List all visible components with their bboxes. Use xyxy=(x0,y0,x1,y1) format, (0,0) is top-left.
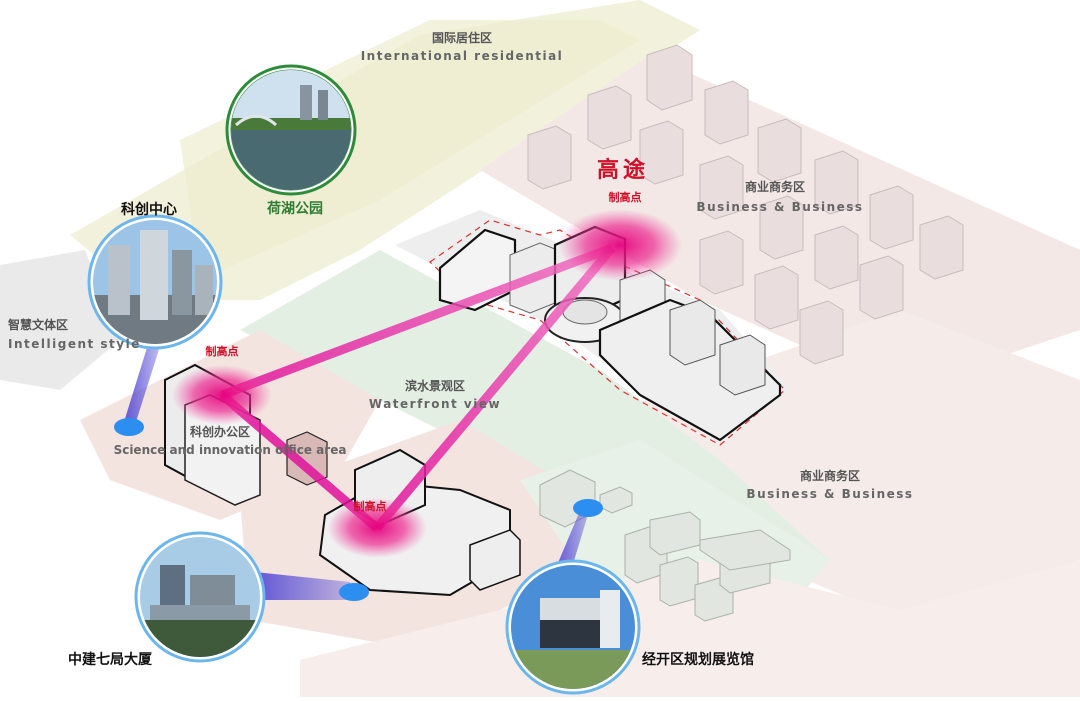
highpoint-label-left: 制高点 xyxy=(205,345,239,358)
highpoint-glow-top xyxy=(558,209,682,281)
beam-cscec xyxy=(255,572,350,600)
zone-residential-en: International residential xyxy=(360,49,564,63)
beam-tech-center xyxy=(124,338,162,425)
sightline-left-top xyxy=(220,243,614,400)
callout-tech-center: 科创中心 xyxy=(121,202,177,218)
photo-exhibition xyxy=(505,559,641,695)
zone-business-right-cn: 商业商务区 xyxy=(799,469,860,483)
zone-residential-cn: 国际居住区 xyxy=(431,31,492,45)
zone-business-top-cn: 商业商务区 xyxy=(744,180,805,194)
callout-exhibition: 经开区规划展览馆 xyxy=(642,652,754,668)
beam-exhibition xyxy=(555,506,590,574)
zone-intelligent-en: Intelligent style xyxy=(8,337,141,351)
highpoint-glow-bottom xyxy=(327,498,427,558)
zone-science-office-cn: 科创办公区 xyxy=(189,425,250,439)
highpoint-main-title: 高途 xyxy=(596,158,649,183)
highpoint-label-top: 制高点 xyxy=(608,191,642,204)
highpoint-glow-left xyxy=(172,365,272,425)
zone-business-right-en: Business & Business xyxy=(746,487,914,501)
zone-intelligent-cn: 智慧文体区 xyxy=(8,318,69,332)
callout-cscec: 中建七局大厦 xyxy=(68,652,152,668)
business-buildings xyxy=(527,44,964,365)
zone-waterfront-en: Waterfront view xyxy=(368,397,502,411)
marker-tech-center xyxy=(114,418,144,436)
photo-cscec xyxy=(134,531,266,663)
zone-business-top-en: Business & Business xyxy=(696,200,864,214)
zone-bottom-band xyxy=(300,560,1080,697)
highpoint-label-bottom: 制高点 xyxy=(353,500,387,513)
photo-lotus-park xyxy=(225,64,357,196)
zone-waterfront-cn: 滨水景观区 xyxy=(404,379,465,393)
marker-exhibition xyxy=(573,499,603,517)
marker-cscec xyxy=(339,583,369,601)
callout-lotus-park: 荷湖公园 xyxy=(267,201,323,217)
sightline-bottom-top xyxy=(373,245,616,531)
photo-tech-center xyxy=(87,214,223,350)
exhibition-buildings xyxy=(539,469,791,622)
zone-science-office-en: Science and innovation office area xyxy=(113,443,347,457)
